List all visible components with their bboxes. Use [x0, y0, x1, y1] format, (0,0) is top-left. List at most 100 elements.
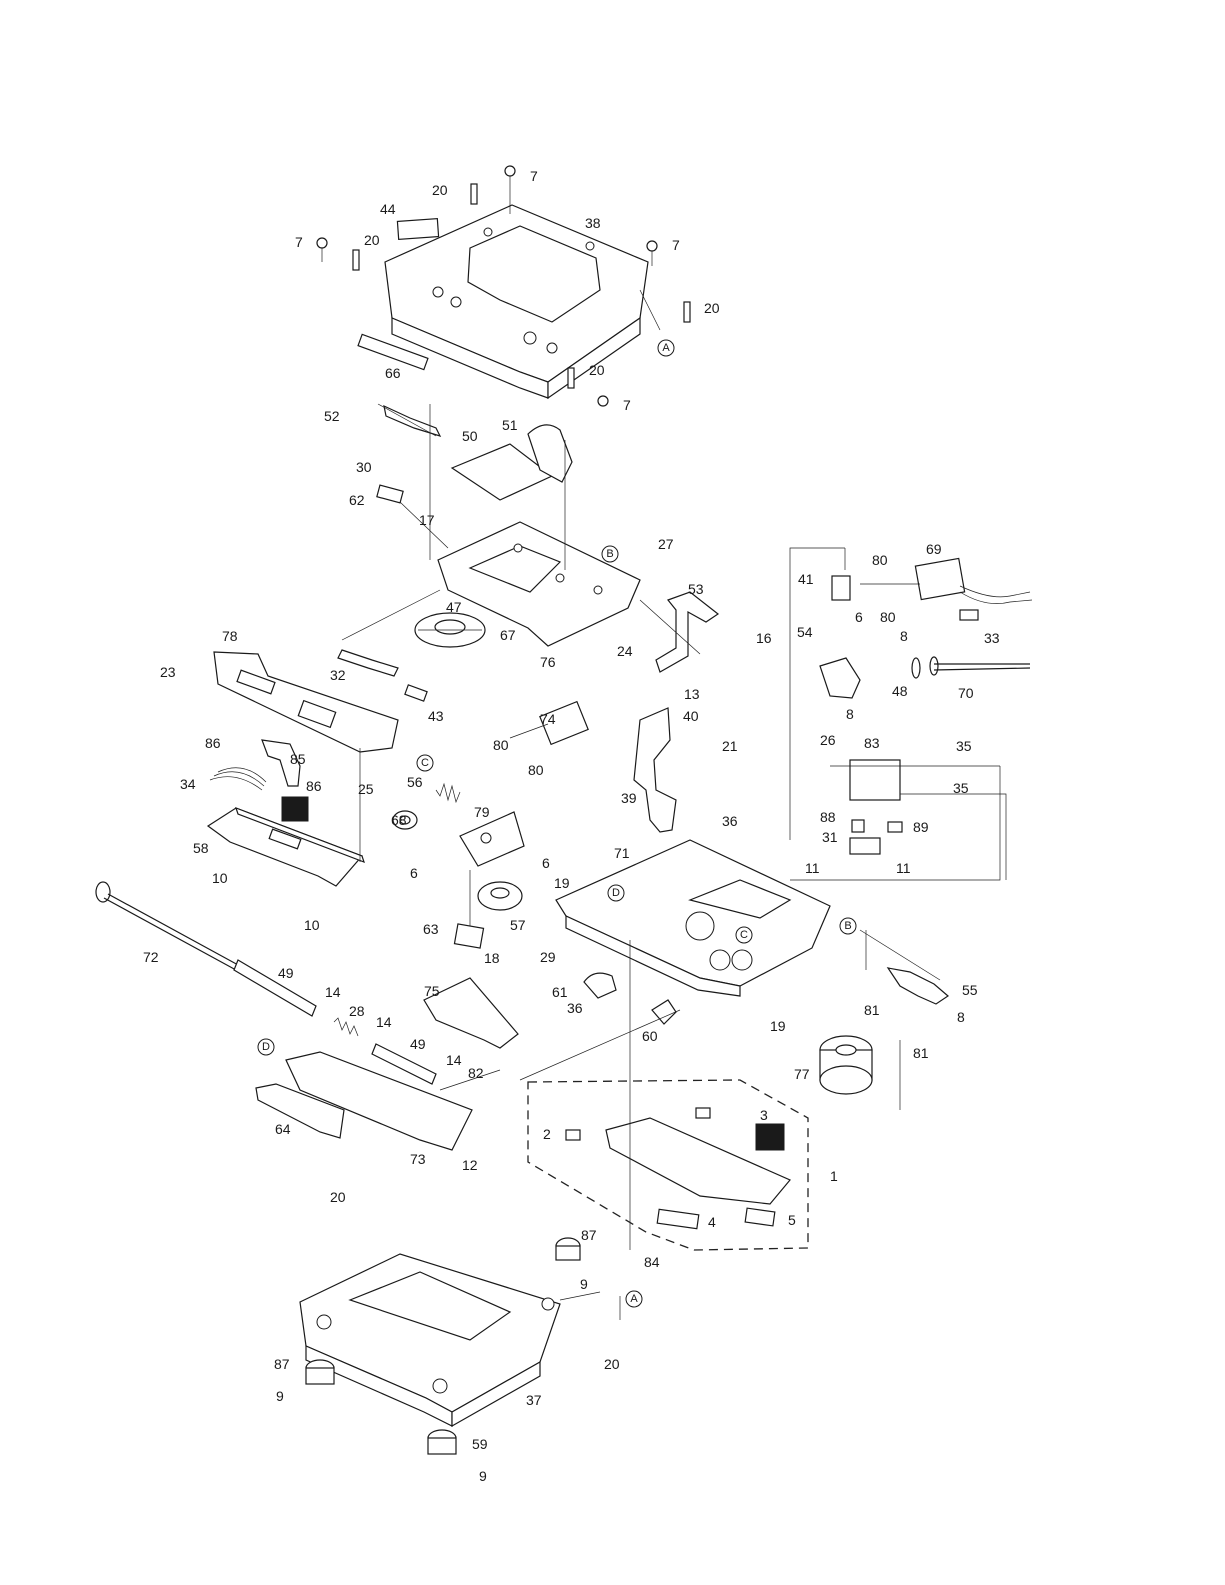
label-16: 16: [756, 630, 772, 646]
label-7d: 7: [623, 397, 631, 413]
label-72: 72: [143, 949, 159, 965]
part-79-bracket: [459, 811, 525, 867]
label-79: 79: [474, 804, 490, 820]
label-78: 78: [222, 628, 238, 644]
svg-text:C: C: [421, 757, 429, 769]
ref-mark-B-lower: B: [839, 917, 857, 935]
pcb-assembly-group: [527, 1079, 809, 1251]
label-8b: 8: [846, 706, 854, 722]
label-66: 66: [385, 365, 401, 381]
svg-text:A: A: [630, 1293, 638, 1305]
label-80b: 80: [880, 609, 896, 625]
label-81b: 81: [913, 1045, 929, 1061]
label-24: 24: [617, 643, 633, 659]
part-63-block: [453, 923, 485, 949]
part-labels: 1 2 3 4 5 6 6 6 7 7 7 7 8 8 8 9 9 9 10 1…: [143, 168, 1000, 1484]
label-81a: 81: [864, 1002, 880, 1018]
label-20d: 20: [589, 362, 605, 378]
label-47: 47: [446, 599, 462, 615]
label-86b: 86: [306, 778, 322, 794]
label-89: 89: [913, 819, 929, 835]
label-50: 50: [462, 428, 478, 444]
main-chassis: [555, 839, 831, 997]
label-85: 85: [290, 751, 306, 767]
bottom-chassis: [299, 1253, 561, 1428]
label-18: 18: [484, 950, 500, 966]
svg-text:D: D: [262, 1041, 270, 1053]
label-28: 28: [349, 1003, 365, 1019]
label-49a: 49: [278, 965, 294, 981]
svg-text:A: A: [662, 342, 670, 354]
label-51: 51: [502, 417, 518, 433]
label-70: 70: [958, 685, 974, 701]
label-2: 2: [543, 1126, 551, 1142]
part-31-88-89: [849, 819, 903, 855]
label-77: 77: [794, 1066, 810, 1082]
part-55-lever: [886, 967, 949, 1005]
part-52-arm: [383, 404, 442, 437]
part-56-spring: [435, 782, 461, 804]
label-8c: 8: [957, 1009, 965, 1025]
label-71: 71: [614, 845, 630, 861]
svg-text:B: B: [606, 548, 613, 560]
label-88: 88: [820, 809, 836, 825]
label-64: 64: [275, 1121, 291, 1137]
label-32: 32: [330, 667, 346, 683]
part-77-motor: [819, 1035, 873, 1095]
ref-mark-B-upper: B: [601, 545, 619, 563]
svg-text:B: B: [844, 920, 851, 932]
label-11b: 11: [896, 860, 911, 876]
part-74-motor: [509, 700, 589, 746]
label-59: 59: [472, 1436, 488, 1452]
ref-mark-D-center: D: [607, 884, 625, 902]
label-20c: 20: [704, 300, 720, 316]
label-3: 3: [760, 1107, 768, 1123]
label-7c: 7: [672, 237, 680, 253]
label-54: 54: [797, 624, 813, 640]
label-6a: 6: [855, 609, 863, 625]
part-39-40-bracket: [633, 707, 677, 833]
black-square-mark-left: [281, 796, 309, 822]
label-86a: 86: [205, 735, 221, 751]
label-58: 58: [193, 840, 209, 856]
label-8a: 8: [900, 628, 908, 644]
svg-text:C: C: [740, 929, 748, 941]
label-4: 4: [708, 1214, 716, 1230]
part-58-tray: [206, 806, 365, 887]
label-10a: 10: [212, 870, 228, 886]
label-67: 67: [500, 627, 516, 643]
label-87a: 87: [581, 1227, 597, 1243]
label-36a: 36: [722, 813, 738, 829]
label-19a: 19: [554, 875, 570, 891]
label-36b: 36: [567, 1000, 583, 1016]
part-57-gear: [477, 881, 523, 911]
reference-marks: A A B B C C D D: [257, 339, 857, 1308]
label-31: 31: [822, 829, 838, 845]
mechanism-plate-assembly: [437, 521, 641, 647]
label-11a: 11: [805, 860, 820, 876]
leader-lines: [341, 403, 941, 1320]
label-49b: 49: [410, 1036, 426, 1052]
part-28-spring: [333, 1017, 359, 1037]
label-20f: 20: [604, 1356, 620, 1372]
label-19b: 19: [770, 1018, 786, 1034]
label-10b: 10: [304, 917, 320, 933]
part-33-connector: [959, 585, 1033, 621]
label-30: 30: [356, 459, 372, 475]
part-41-bracket: [831, 575, 851, 601]
label-9a: 9: [580, 1276, 588, 1292]
part-49-roller-b: [371, 1043, 437, 1085]
part-68-gear: [392, 810, 418, 830]
label-12: 12: [462, 1157, 478, 1173]
label-80a: 80: [872, 552, 888, 568]
label-17: 17: [419, 512, 435, 528]
part-64-plate: [255, 1083, 345, 1139]
label-14c: 14: [446, 1052, 462, 1068]
part-73-plate: [285, 1051, 473, 1151]
label-21: 21: [722, 738, 738, 754]
svg-text:D: D: [612, 887, 620, 899]
label-55: 55: [962, 982, 978, 998]
label-76: 76: [540, 654, 556, 670]
label-41: 41: [798, 571, 814, 587]
